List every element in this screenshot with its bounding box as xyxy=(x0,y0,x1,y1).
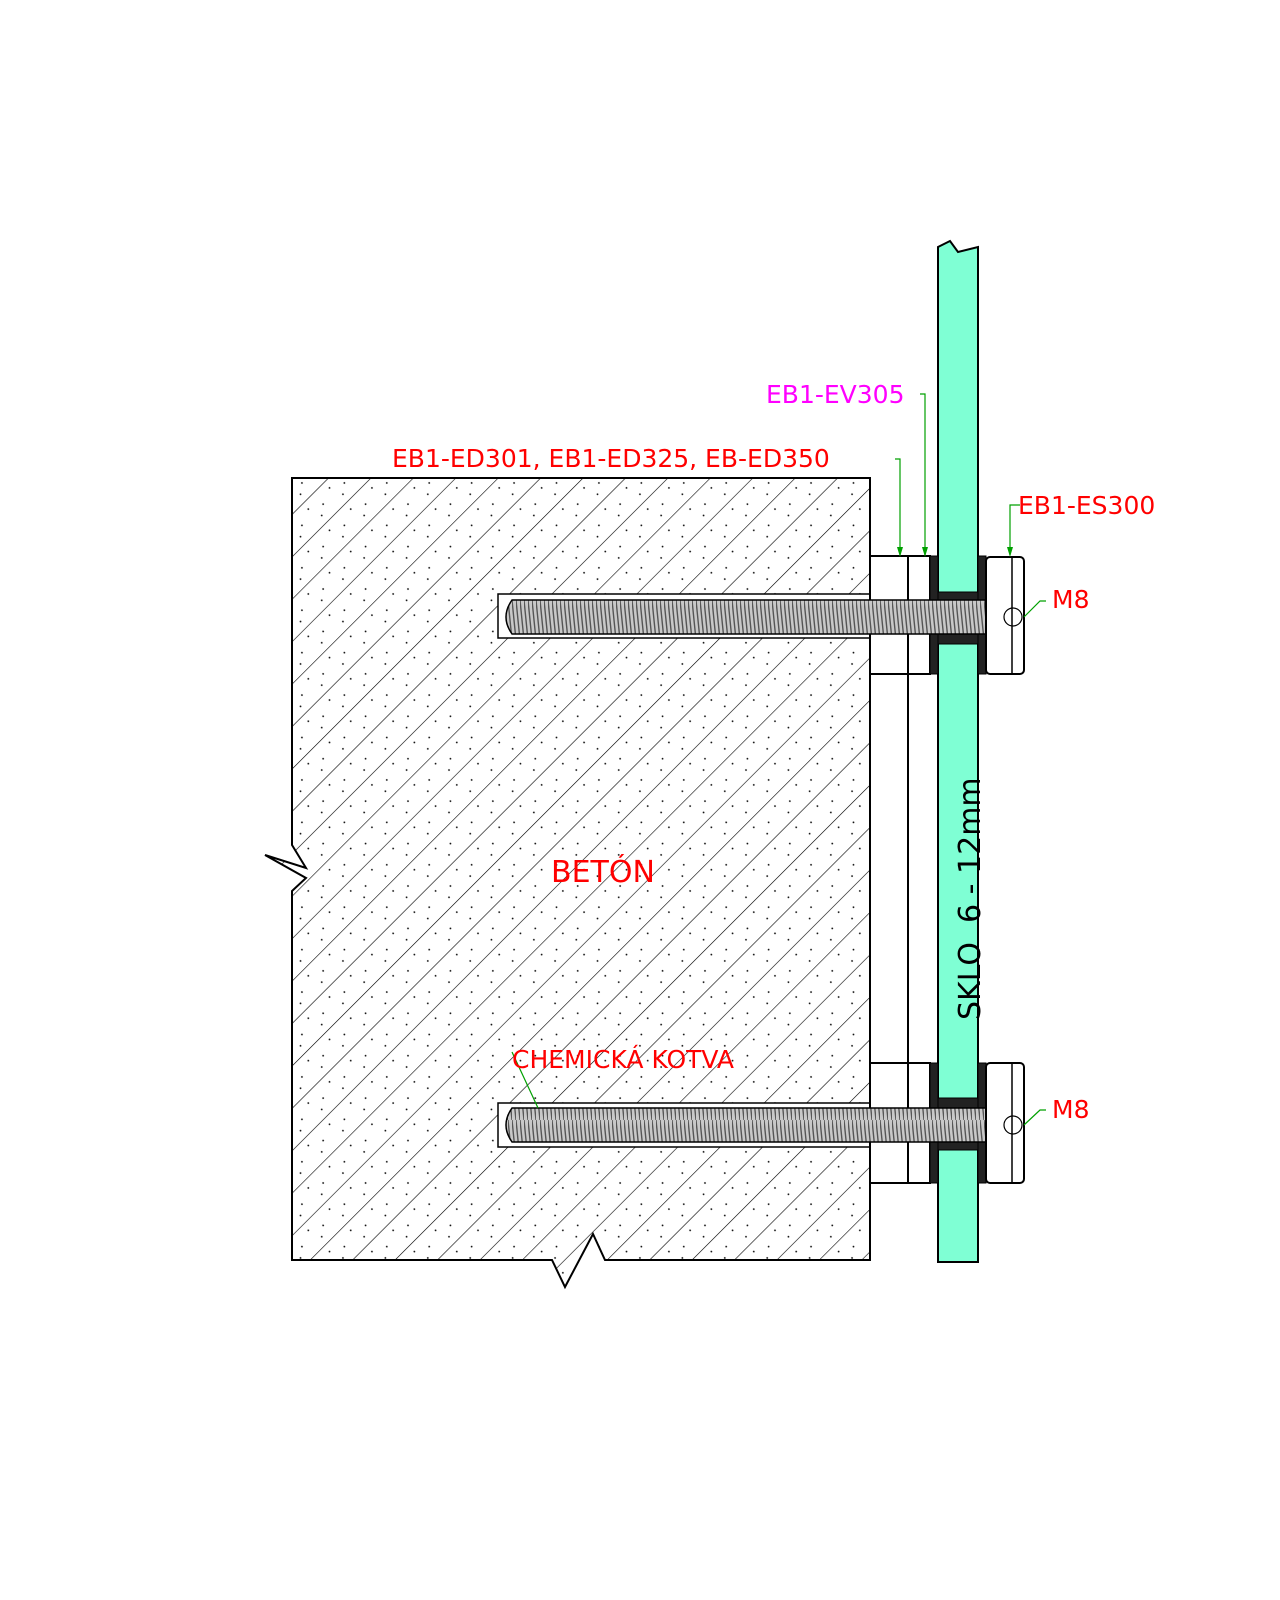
label-bolt-bottom: M8 xyxy=(1052,1095,1089,1124)
label-glass: SKLO 6 - 12mm xyxy=(953,777,988,1020)
cap-nut-bottom xyxy=(985,1062,1025,1184)
leader-arrowheads xyxy=(897,547,1013,557)
concrete-wall xyxy=(264,477,871,1290)
label-concrete: BETÓN xyxy=(551,853,655,890)
label-bolt-top: M8 xyxy=(1052,585,1089,614)
glass-panel xyxy=(937,239,979,1263)
label-distance-holders: EB1-ED301, EB1-ED325, EB-ED350 xyxy=(392,444,830,473)
threaded-rod-bottom xyxy=(505,1107,1013,1143)
leader-lines xyxy=(511,393,1046,1126)
threaded-rod-top xyxy=(505,599,1013,635)
cap-nut-top xyxy=(985,556,1025,675)
label-spacer: EB1-EV305 xyxy=(766,380,905,409)
label-screw-cap: EB1-ES300 xyxy=(1018,491,1155,520)
label-anchor: CHEMICKÁ KOTVA xyxy=(512,1045,734,1074)
